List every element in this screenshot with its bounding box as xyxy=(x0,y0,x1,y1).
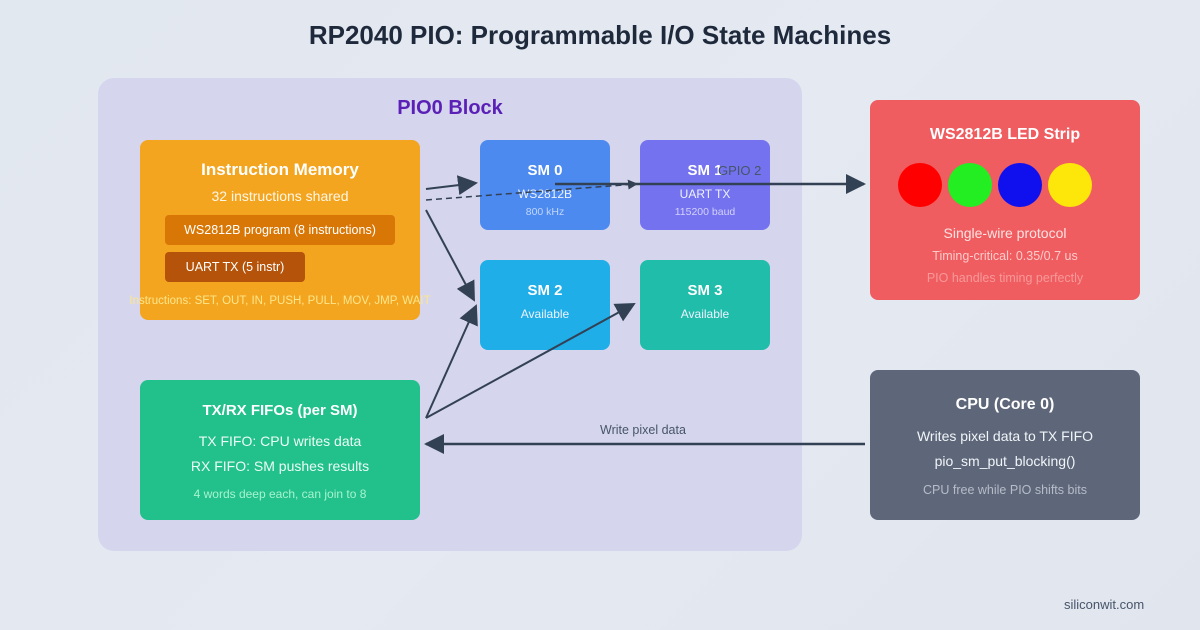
sm1-title: SM 1 xyxy=(687,162,723,179)
footer-credit: siliconwit.com xyxy=(1064,597,1145,612)
state-machine-2: SM 2 Available xyxy=(480,260,610,350)
sm3-status: Available xyxy=(680,307,730,321)
state-machine-1: SM 1 UART TX 115200 baud xyxy=(640,140,770,230)
pio-block-title: PIO0 Block xyxy=(397,97,503,119)
led-timing: Timing-critical: 0.35/0.7 us xyxy=(932,249,1078,263)
cpu-note: CPU free while PIO shifts bits xyxy=(923,483,1087,497)
cpu-box: CPU (Core 0) Writes pixel data to TX FIF… xyxy=(870,370,1140,520)
instruction-list: Instructions: SET, OUT, IN, PUSH, PULL, … xyxy=(129,295,431,307)
led-green xyxy=(948,163,992,207)
fifo-title: TX/RX FIFOs (per SM) xyxy=(202,402,358,419)
state-machine-0: SM 0 WS2812B 800 kHz xyxy=(480,140,610,230)
instruction-memory-box: Instruction Memory 32 instructions share… xyxy=(129,140,431,320)
cpu-line1: Writes pixel data to TX FIFO xyxy=(916,428,1094,444)
state-machine-3: SM 3 Available xyxy=(640,260,770,350)
cpu-function: pio_sm_put_blocking() xyxy=(934,453,1076,469)
fifo-depth-note: 4 words deep each, can join to 8 xyxy=(193,487,367,501)
led-strip-box: WS2812B LED Strip Single-wire protocol T… xyxy=(870,100,1140,300)
write-pixel-label: Write pixel data xyxy=(600,423,686,437)
sm0-rate: 800 kHz xyxy=(525,206,565,218)
cpu-title: CPU (Core 0) xyxy=(955,396,1055,413)
instruction-memory-title: Instruction Memory xyxy=(201,160,359,179)
sm2-status: Available xyxy=(520,307,570,321)
fifo-tx-line: TX FIFO: CPU writes data xyxy=(198,433,362,449)
fifo-box: TX/RX FIFOs (per SM) TX FIFO: CPU writes… xyxy=(140,380,420,520)
led-red xyxy=(898,163,942,207)
page-title: RP2040 PIO: Programmable I/O State Machi… xyxy=(308,20,892,50)
sm2-title: SM 2 xyxy=(527,282,563,299)
sm1-rate: 115200 baud xyxy=(674,206,736,218)
sm0-title: SM 0 xyxy=(527,162,563,179)
fifo-rx-line: RX FIFO: SM pushes results xyxy=(190,458,370,474)
sm0-program: WS2812B xyxy=(517,187,573,201)
led-strip-title: WS2812B LED Strip xyxy=(929,126,1081,143)
program-ws2812b: WS2812B program (8 instructions) xyxy=(165,215,395,245)
sm1-program: UART TX xyxy=(679,187,731,201)
led-protocol: Single-wire protocol xyxy=(943,225,1067,241)
led-note: PIO handles timing perfectly xyxy=(926,271,1084,285)
instruction-memory-subtitle: 32 instructions shared xyxy=(211,188,349,204)
led-yellow xyxy=(1048,163,1092,207)
gpio-label: GPIO 2 xyxy=(718,163,762,178)
sm3-title: SM 3 xyxy=(687,282,723,299)
led-blue xyxy=(998,163,1042,207)
program-uart-tx: UART TX (5 instr) xyxy=(165,252,305,282)
